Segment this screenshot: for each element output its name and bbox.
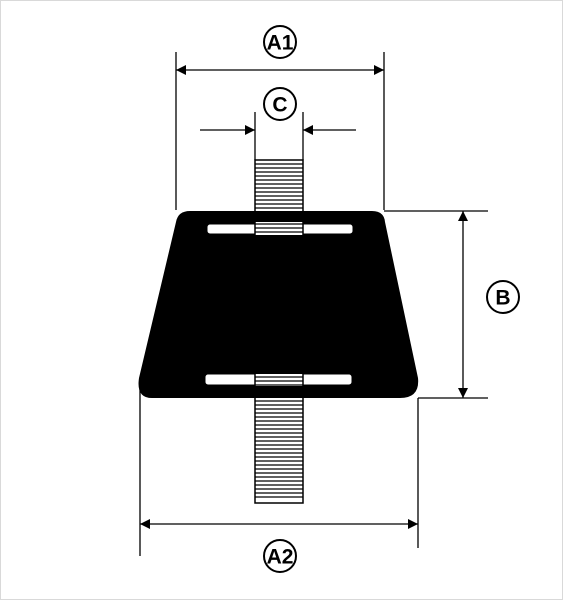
bottom-threaded-stud xyxy=(254,384,304,504)
callout-a1-text: A1 xyxy=(267,32,294,55)
rubber-mount-body xyxy=(138,211,419,398)
callout-a1: A1 xyxy=(263,25,297,59)
callout-c-text: C xyxy=(272,94,287,117)
callout-a2: A2 xyxy=(263,539,297,573)
callout-b: B xyxy=(486,280,520,314)
bottom-stud-overlap xyxy=(255,374,303,386)
callout-a2-text: A2 xyxy=(267,546,294,569)
callout-b-text: B xyxy=(495,287,510,310)
callout-c: C xyxy=(263,87,297,121)
